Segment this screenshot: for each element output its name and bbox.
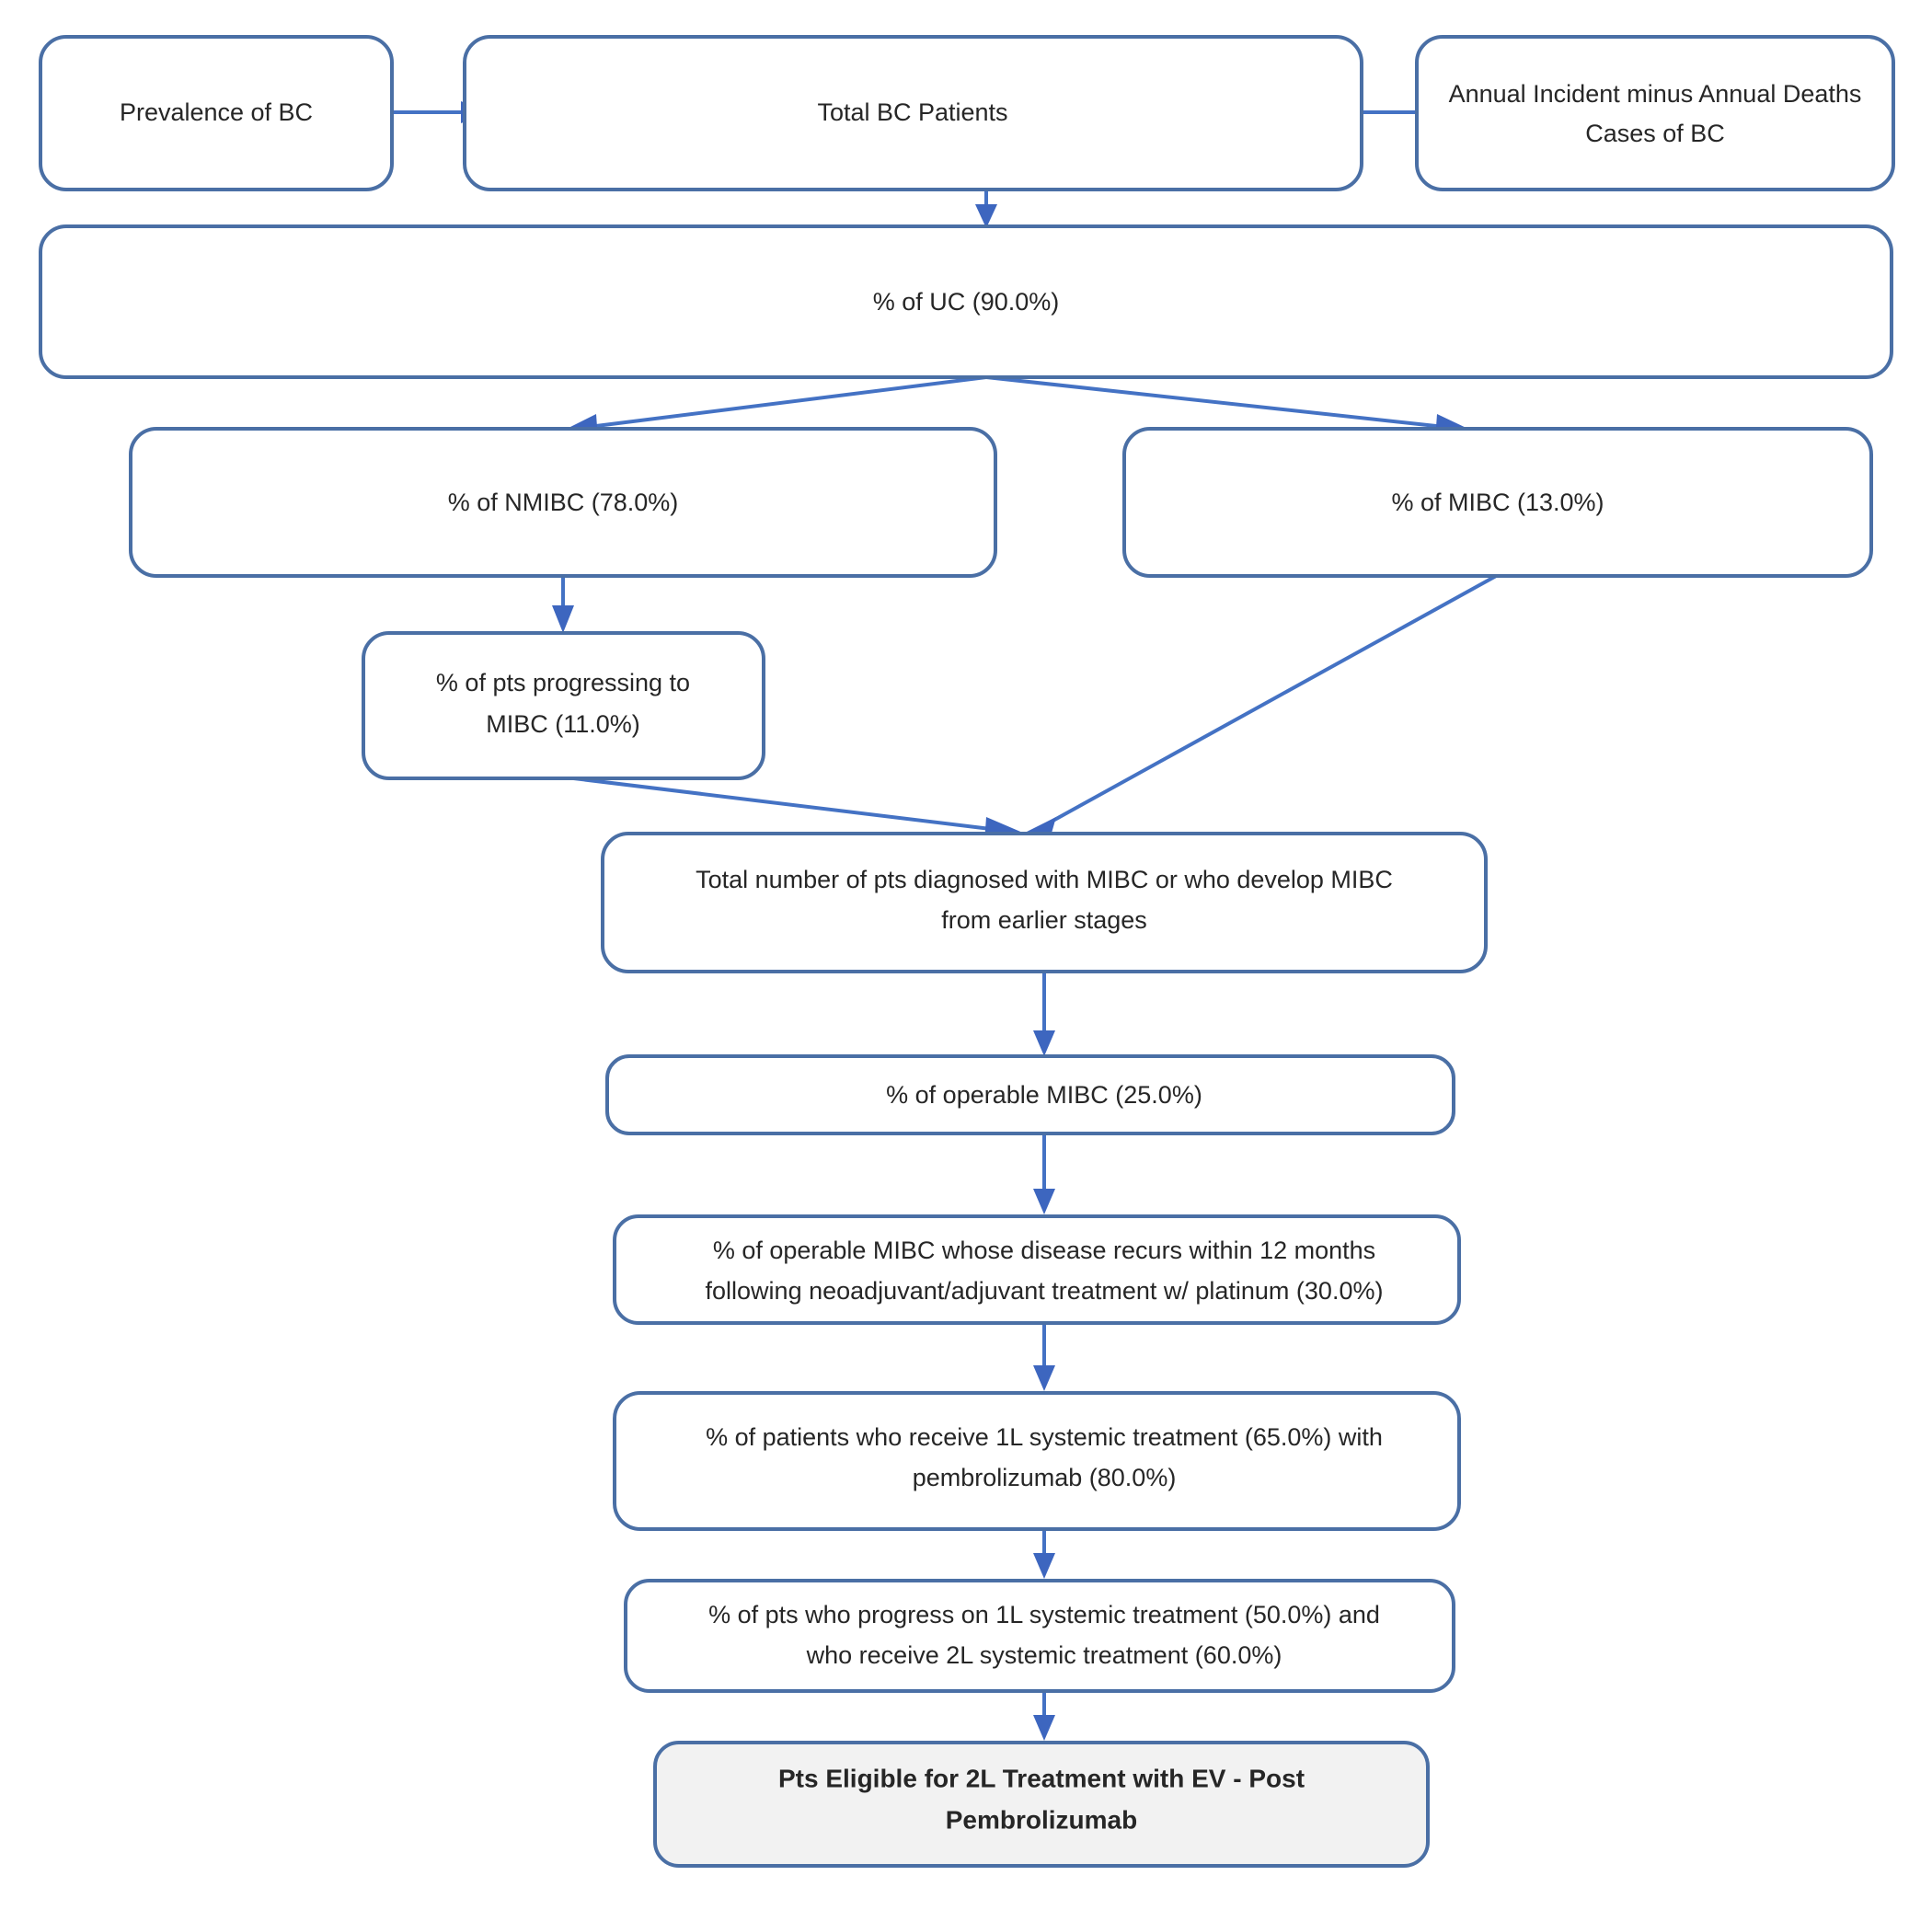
- connector-2l-to-eligible: [1033, 1691, 1055, 1741]
- node-pct-progress-1l-receive-2l-label-line1: % of pts who progress on 1L systemic tre…: [708, 1601, 1380, 1628]
- node-pct-uc-shape[interactable]: [39, 224, 1893, 379]
- node-pts-eligible-2l-ev-label-line1: Pts Eligible for 2L Treatment with EV - …: [778, 1764, 1305, 1792]
- node-total-bc-patients-label: Total BC Patients: [817, 98, 1007, 126]
- node-total-mibc-pts[interactable]: Total number of pts diagnosed with MIBC …: [601, 832, 1488, 973]
- connector-total-to-uc: [975, 187, 997, 228]
- node-pct-mibc-shape[interactable]: [1122, 427, 1873, 578]
- connector-mibc-to-total-mibc: [1019, 573, 1499, 843]
- node-total-bc-patients-shape[interactable]: [463, 35, 1363, 191]
- node-total-mibc-pts-shape[interactable]: [601, 832, 1488, 973]
- node-pct-progressing-to-mibc-shape[interactable]: [362, 631, 765, 780]
- node-pct-uc-label: % of UC (90.0%): [873, 288, 1060, 316]
- node-pts-eligible-2l-ev-label-line2: Pembrolizumab: [946, 1805, 1137, 1834]
- node-pct-1l-pembrolizumab-label-line2: pembrolizumab (80.0%): [913, 1464, 1177, 1491]
- node-pts-eligible-2l-ev-shape[interactable]: [653, 1741, 1430, 1868]
- node-annual-incident-minus-deaths[interactable]: Annual Incident minus Annual Deaths Case…: [1415, 35, 1895, 191]
- node-pct-nmibc[interactable]: % of NMIBC (78.0%): [129, 427, 997, 578]
- node-pct-progress-1l-receive-2l-shape[interactable]: [624, 1579, 1455, 1693]
- node-prevalence-of-bc-label: Prevalence of BC: [120, 98, 313, 126]
- node-pct-nmibc-label: % of NMIBC (78.0%): [448, 489, 679, 516]
- node-total-bc-patients[interactable]: Total BC Patients: [463, 35, 1363, 191]
- node-annual-incident-minus-deaths-shape[interactable]: [1415, 35, 1895, 191]
- node-pts-eligible-2l-ev[interactable]: Pts Eligible for 2L Treatment with EV - …: [653, 1741, 1430, 1868]
- node-pct-recurs-12-months-shape[interactable]: [613, 1214, 1461, 1325]
- node-pct-progressing-to-mibc-label-line1: % of pts progressing to: [436, 669, 690, 696]
- node-pct-recurs-12-months[interactable]: % of operable MIBC whose disease recurs …: [613, 1214, 1461, 1325]
- node-pct-1l-pembrolizumab[interactable]: % of patients who receive 1L systemic tr…: [613, 1391, 1461, 1531]
- node-pct-progress-1l-receive-2l-label-line2: who receive 2L systemic treatment (60.0%…: [806, 1641, 1282, 1669]
- connector-nmibc-to-progressing: [552, 575, 574, 633]
- node-annual-incident-minus-deaths-label-line1: Annual Incident minus Annual Deaths: [1449, 80, 1862, 108]
- connector-operable-to-recurs: [1033, 1133, 1055, 1214]
- node-pct-nmibc-shape[interactable]: [129, 427, 997, 578]
- node-total-mibc-pts-label-line2: from earlier stages: [941, 906, 1147, 934]
- node-pct-operable-mibc-shape[interactable]: [605, 1054, 1455, 1135]
- node-prevalence-of-bc-shape[interactable]: [39, 35, 394, 191]
- node-annual-incident-minus-deaths-label-line2: Cases of BC: [1585, 120, 1725, 147]
- node-pct-recurs-12-months-label-line1: % of operable MIBC whose disease recurs …: [713, 1237, 1375, 1264]
- connector-total-mibc-to-operable: [1033, 972, 1055, 1056]
- node-total-mibc-pts-label-line1: Total number of pts diagnosed with MIBC …: [696, 866, 1393, 893]
- node-pct-progressing-to-mibc[interactable]: % of pts progressing to MIBC (11.0%): [362, 631, 765, 780]
- node-pct-uc[interactable]: % of UC (90.0%): [39, 224, 1893, 379]
- node-pct-progressing-to-mibc-label-line2: MIBC (11.0%): [486, 710, 640, 738]
- node-prevalence-of-bc[interactable]: Prevalence of BC: [39, 35, 394, 191]
- node-pct-mibc-label: % of MIBC (13.0%): [1391, 489, 1604, 516]
- node-pct-mibc[interactable]: % of MIBC (13.0%): [1122, 427, 1873, 578]
- node-pct-progress-1l-receive-2l[interactable]: % of pts who progress on 1L systemic tre…: [624, 1579, 1455, 1693]
- node-pct-1l-pembrolizumab-label-line1: % of patients who receive 1L systemic tr…: [706, 1423, 1383, 1451]
- node-pct-operable-mibc-label: % of operable MIBC (25.0%): [886, 1081, 1202, 1109]
- connector-recurs-to-1l: [1033, 1323, 1055, 1391]
- node-pct-1l-pembrolizumab-shape[interactable]: [613, 1391, 1461, 1531]
- node-pct-recurs-12-months-label-line2: following neoadjuvant/adjuvant treatment…: [706, 1277, 1384, 1305]
- node-pct-operable-mibc[interactable]: % of operable MIBC (25.0%): [605, 1054, 1455, 1135]
- connector-1l-to-2l: [1033, 1529, 1055, 1579]
